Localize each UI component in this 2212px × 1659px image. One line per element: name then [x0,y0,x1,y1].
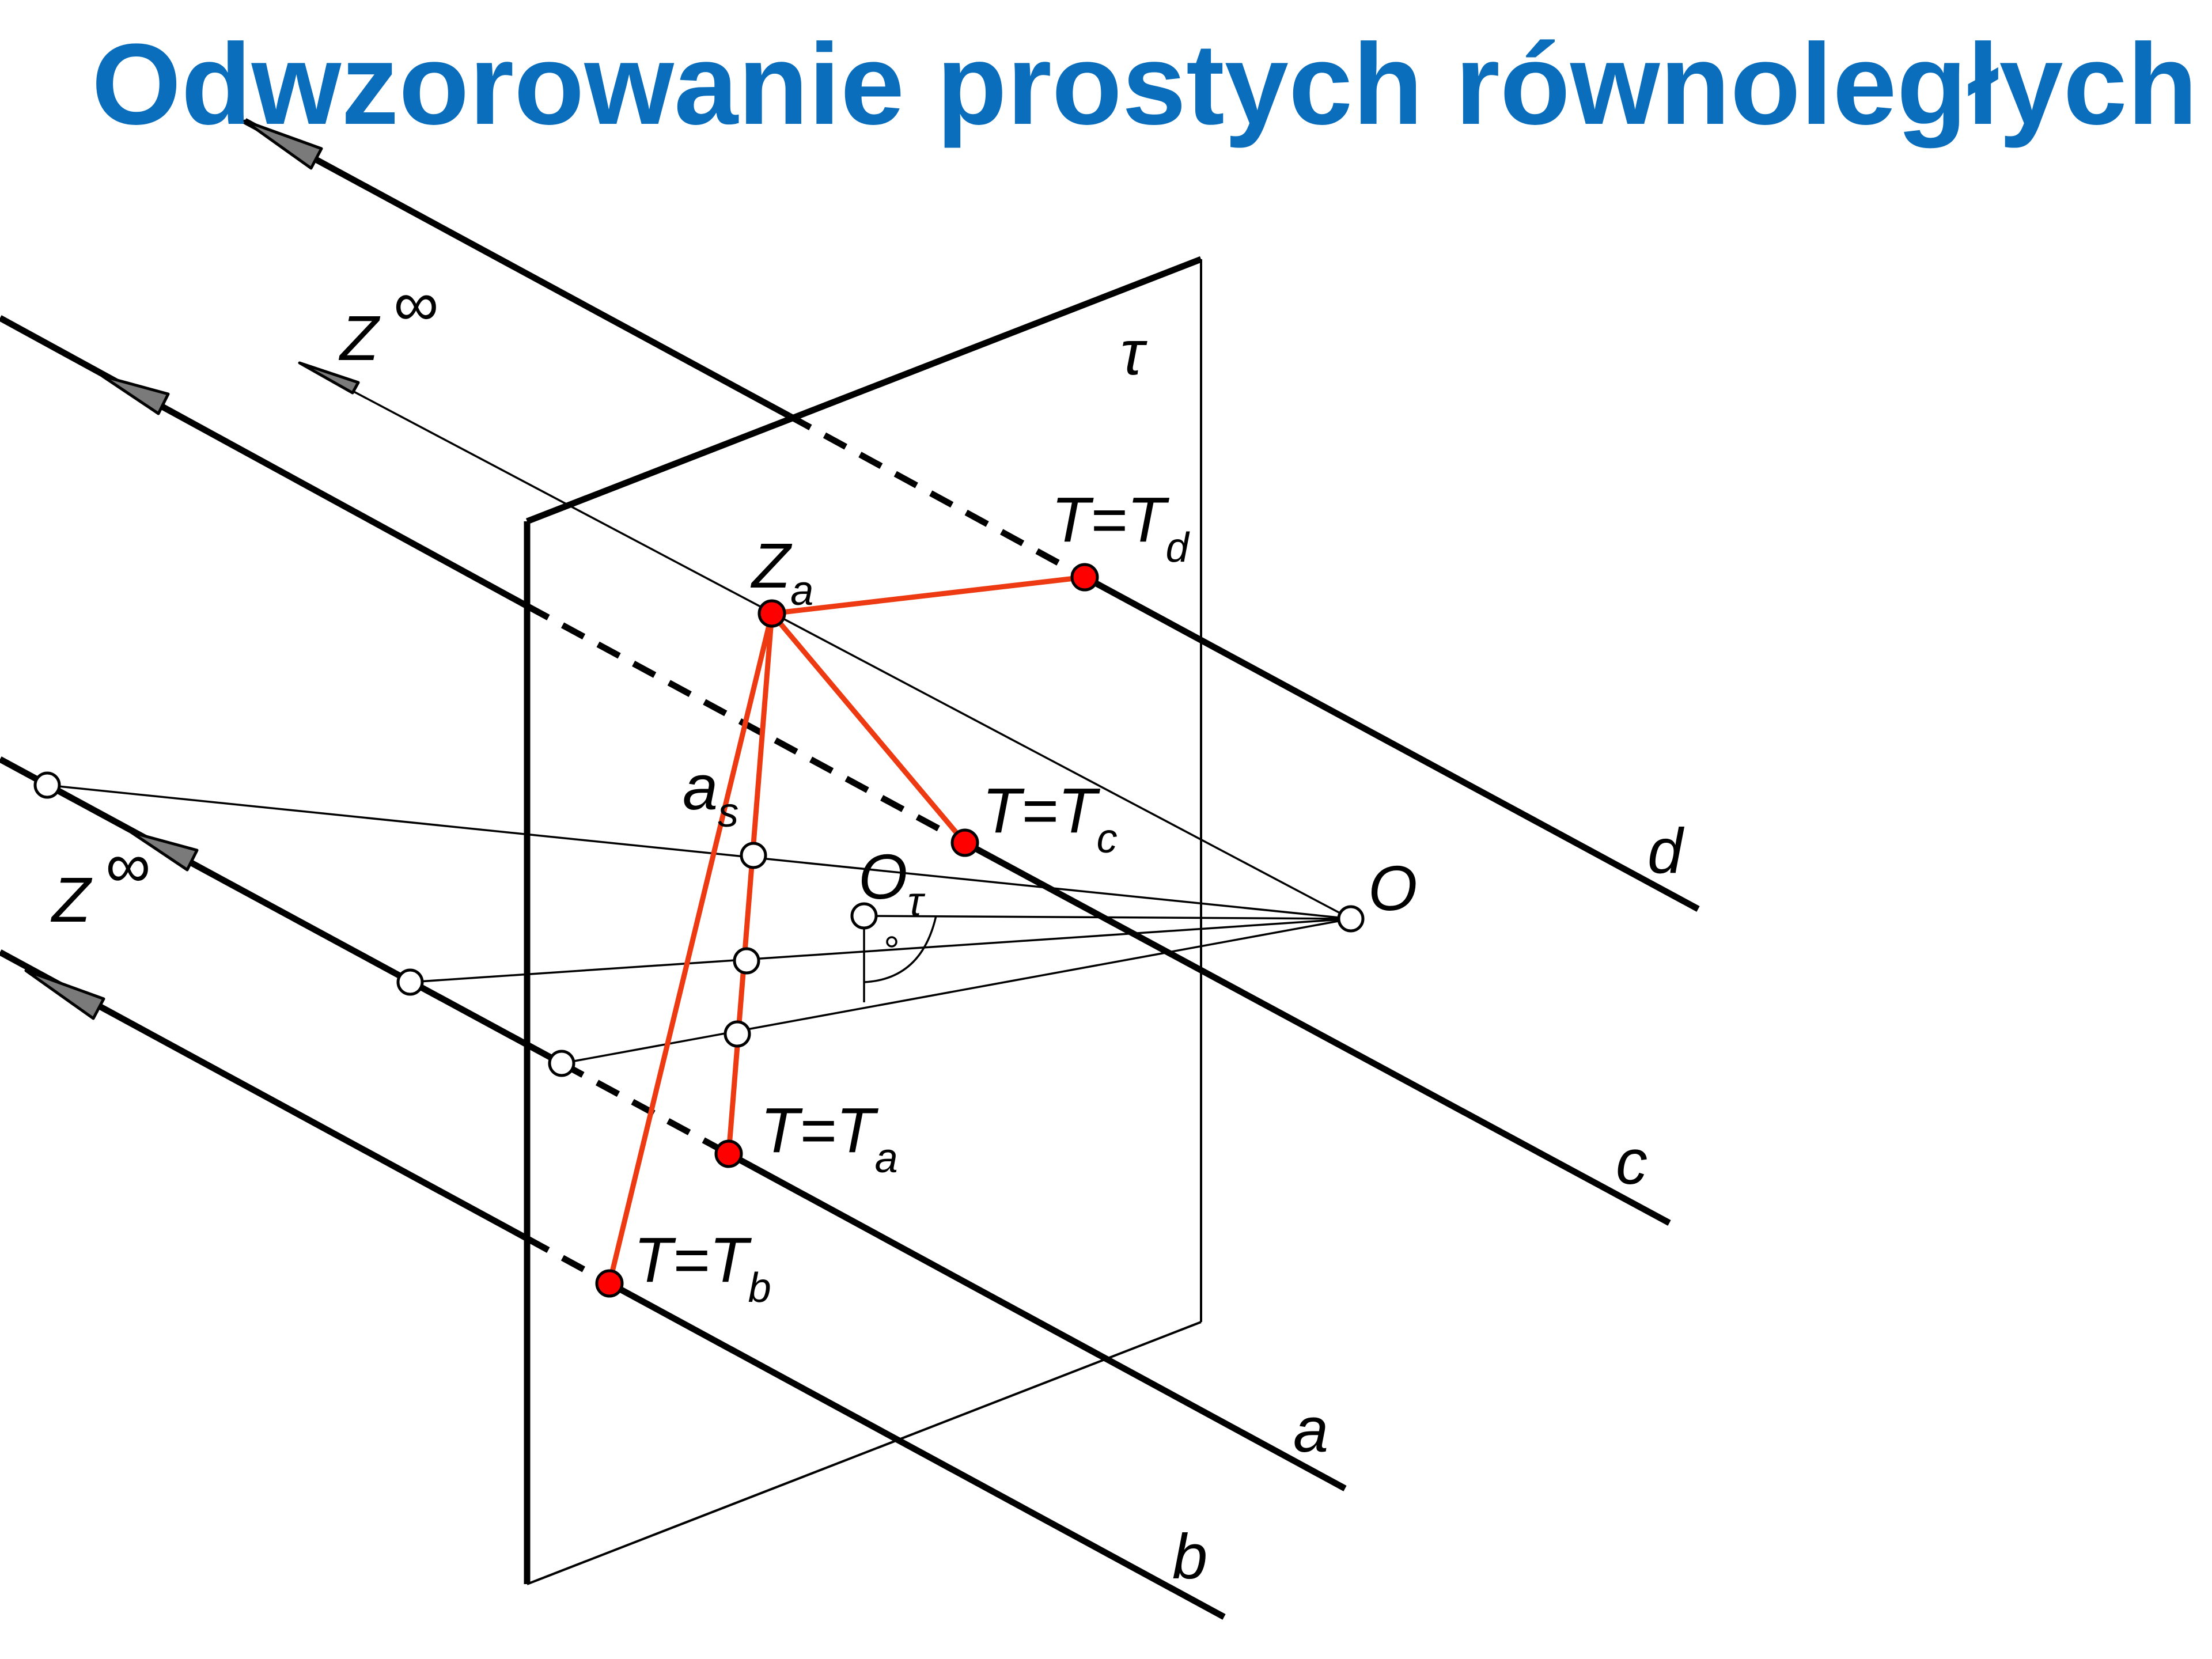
line-c-arrow-icon [101,374,170,415]
label-za: Za [750,531,813,614]
point-as-lower [724,1020,751,1048]
label-z-inf-lower: Z∞ [50,830,150,935]
line-a-back [727,1151,1347,1491]
point-tc [950,828,979,857]
line-d-front [243,118,791,419]
label-line-c: c [1616,1127,1647,1198]
trace-points [595,563,1099,1298]
label-z-inf-upper: Z∞ [338,268,438,374]
line-d-arrow-icon [243,119,323,170]
point-o-tau [850,902,878,930]
label-line-d: d [1647,816,1685,887]
label-line-b: b [1172,1521,1207,1592]
line-b-arrow-icon [24,969,105,1020]
z-inf-ray-arrow-icon [298,361,360,395]
label-plane-tau: τ [1120,317,1147,388]
label-t-a: T=Ta [760,1095,898,1181]
line-a-arrow-icon [130,831,199,872]
point-tb [595,1269,624,1298]
ray-z-inf-to-o [299,362,1351,920]
plane-bottom-edge [527,1321,1202,1585]
line-c-front [0,315,529,609]
label-t-d: T=Td [1051,484,1190,571]
point-a-upper [33,771,61,799]
trace-za-tb [607,611,775,1286]
trace-za-tc [769,611,968,846]
point-za [757,599,786,628]
label-o-tau: Oτ [858,842,926,925]
right-angle-arc [863,915,937,983]
line-d [243,118,1700,912]
point-as-upper [740,842,767,869]
vanishing-trace-lines [607,574,1088,1286]
line-b [0,949,1226,1620]
projection-rays [47,362,1351,1065]
line-c-back [963,840,1671,1226]
point-td [1070,563,1099,592]
ray-a-mid-to-o [410,918,1351,983]
line-a-hidden [560,1060,730,1157]
line-d-back [1083,574,1700,912]
trace-za-ta [726,611,775,1157]
point-as-mid [733,947,760,975]
ray-a-lower-to-o [561,918,1351,1065]
trace-za-td [769,574,1088,616]
label-t-b: T=Tb [634,1225,771,1311]
line-a-front [0,756,563,1066]
point-o [1337,905,1365,933]
line-b-hidden [525,1236,611,1286]
open-points [33,771,1365,1077]
point-a-mid [396,968,424,996]
point-ta [714,1139,743,1168]
line-d-hidden [787,413,1086,580]
labels: τ Z∞ Z∞ Za as T=Td T=Tc T=Ta T=Tb Oτ O d… [50,268,1685,1592]
ray-a-upper-to-o [47,784,1351,920]
right-angle-dot [886,936,897,948]
line-a [0,756,1347,1491]
projection-plane [524,256,1202,1585]
label-line-a: a [1293,1395,1328,1465]
label-o: O [1368,853,1418,924]
label-t-c: T=Tc [982,775,1118,862]
line-b-back [608,1281,1226,1620]
plane-top-edge [526,256,1202,525]
point-a-lower [548,1050,575,1077]
label-as: as [683,752,738,836]
page-title: Odwzorowanie prostych równoległych [92,20,2198,149]
